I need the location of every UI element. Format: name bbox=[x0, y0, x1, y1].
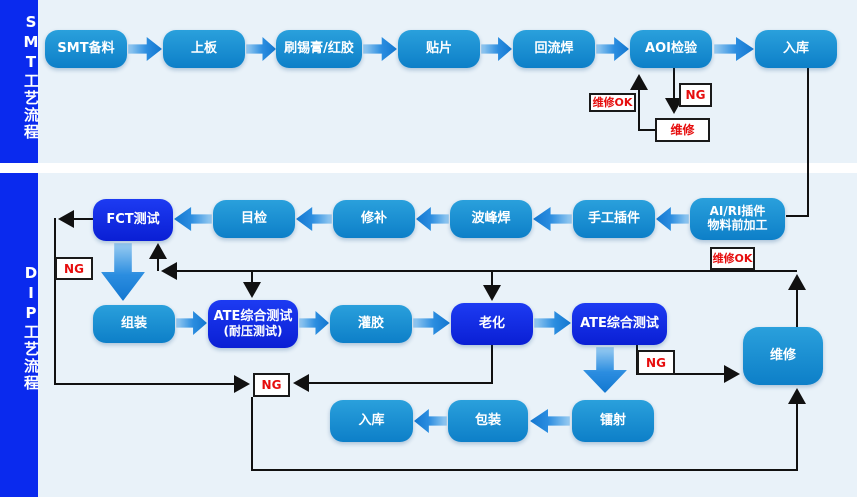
smt-step-load-board: 上板 bbox=[163, 30, 245, 68]
dip-step-entry: AI/RI插件 物料前加工 bbox=[690, 198, 785, 240]
smt-step-warehouse: 入库 bbox=[755, 30, 837, 68]
smt-repair-ok-tag: 维修OK bbox=[589, 93, 636, 112]
dip-step-packing: 包装 bbox=[448, 400, 528, 442]
dip-step-manual-insert: 手工插件 bbox=[573, 200, 655, 238]
smt-step-placement: 贴片 bbox=[398, 30, 480, 68]
dip-mid-ng-tag: NG bbox=[253, 373, 290, 397]
section-divider bbox=[0, 163, 857, 173]
smt-step-reflow: 回流焊 bbox=[513, 30, 595, 68]
smt-step-prepare: SMT备料 bbox=[45, 30, 127, 68]
smt-repair-tag: 维修 bbox=[655, 118, 710, 142]
dip-step-aging: 老化 bbox=[451, 303, 533, 345]
smt-step-aoi: AOI检验 bbox=[630, 30, 712, 68]
dip-step-wave-solder: 波峰焊 bbox=[450, 200, 532, 238]
dip-ate-ng-tag: NG bbox=[637, 350, 675, 375]
sidebar bbox=[0, 0, 38, 500]
dip-step-repair: 维修 bbox=[743, 327, 823, 385]
dip-step-visual-inspect: 目检 bbox=[213, 200, 295, 238]
dip-step-ate-hipot-test: ATE综合测试 (耐压测试) bbox=[208, 300, 298, 348]
dip-entry-line1: AI/RI插件 bbox=[709, 204, 766, 219]
dip-repair-ok-tag: 维修OK bbox=[710, 247, 755, 270]
dip-section-label: DIP工艺流程 bbox=[22, 264, 40, 392]
ate1-line1: ATE综合测试 bbox=[213, 308, 293, 324]
dip-step-potting: 灌胶 bbox=[330, 305, 412, 343]
smt-step-solder-paste: 刷锡膏/红胶 bbox=[276, 30, 362, 68]
dip-entry-line2: 物料前加工 bbox=[707, 218, 768, 232]
bottom-edge bbox=[0, 497, 857, 500]
dip-step-fct-test: FCT测试 bbox=[93, 199, 173, 241]
dip-step-assemble: 组装 bbox=[93, 305, 175, 343]
dip-fct-ng-tag: NG bbox=[55, 257, 93, 280]
dip-step-laser: 镭射 bbox=[572, 400, 654, 442]
ate1-line2: (耐压测试) bbox=[223, 323, 283, 338]
dip-step-touchup: 修补 bbox=[333, 200, 415, 238]
smt-ng-tag: NG bbox=[679, 83, 712, 107]
smt-section-label: SMT工艺流程 bbox=[22, 13, 40, 141]
dip-step-warehouse: 入库 bbox=[330, 400, 413, 442]
dip-step-ate-test: ATE综合测试 bbox=[572, 303, 667, 345]
